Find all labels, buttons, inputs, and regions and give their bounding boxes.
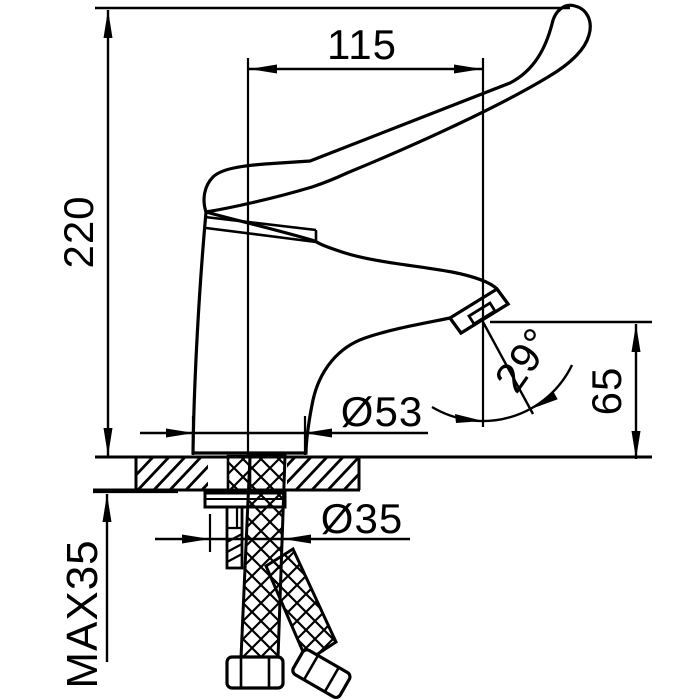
dim-115 (246, 58, 485, 456)
angle-arc (431, 364, 574, 423)
dim-220 (95, 6, 570, 456)
hose-nut-right (291, 648, 352, 700)
dim-dia-35 (155, 514, 410, 552)
dim-label-height: 220 (55, 195, 102, 269)
dim-label-outlet-height: 65 (583, 366, 630, 416)
deck-section (93, 455, 652, 492)
cap-seam-lines (204, 215, 318, 244)
dim-label-reach: 115 (327, 21, 397, 68)
dim-dia-53 (140, 416, 428, 455)
dim-label-max-thickness: MAX35 (58, 539, 107, 689)
mounting-stud (225, 505, 244, 570)
supply-hose-right (264, 546, 338, 664)
dim-angle-29 (431, 321, 574, 423)
faucet-lever-handle (202, 3, 592, 244)
washer-plate (203, 491, 287, 509)
dim-label-base-diameter: Ø53 (340, 388, 424, 435)
dim-max35 (93, 490, 178, 662)
dim-label-hole-diameter: Ø35 (320, 495, 404, 542)
angle-ray (481, 321, 535, 415)
hose-nut-left (225, 655, 285, 690)
faucet-shank-section (226, 454, 252, 494)
dim-65 (490, 320, 652, 459)
